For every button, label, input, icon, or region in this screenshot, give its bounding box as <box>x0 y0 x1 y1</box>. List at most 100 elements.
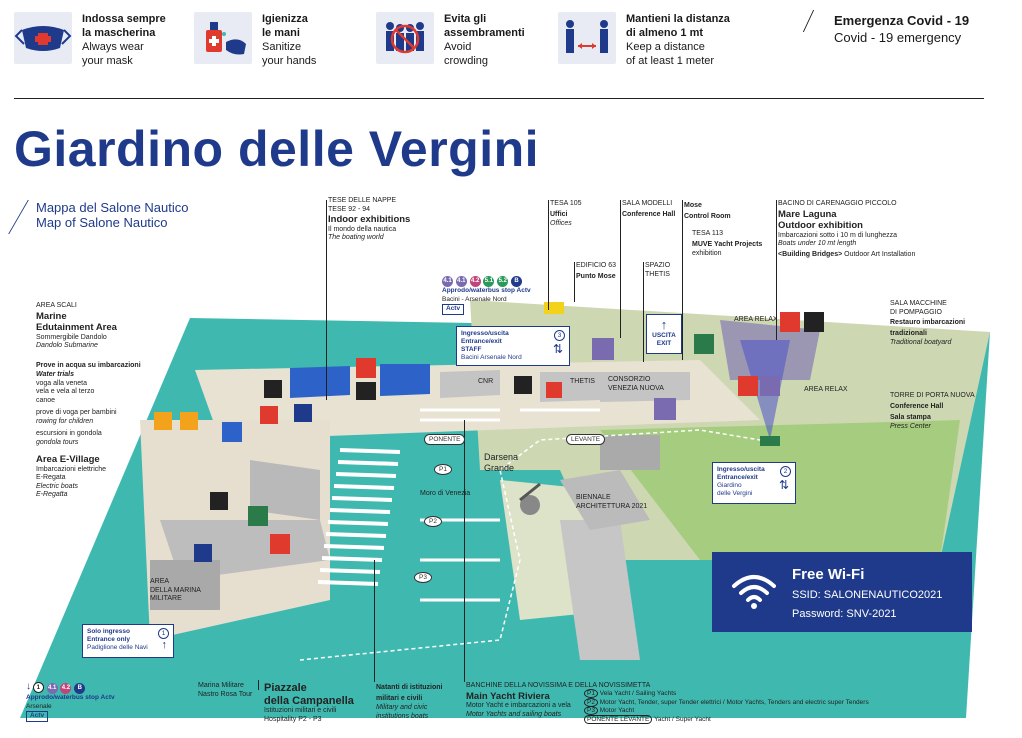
tip-crowding-it-1: Evita gli <box>444 13 487 25</box>
imbarc-10: Imbarcazioni sotto i 10 m di lunghezza <box>778 231 898 239</box>
label-mose: Mose Control Room <box>684 200 731 222</box>
water-trials: Water trials <box>36 371 74 378</box>
building-biennale-2 <box>600 435 660 470</box>
line-icon: 4.2 <box>469 276 481 287</box>
building-evillage <box>250 460 320 520</box>
tip-distance-it-1: Mantieni la distanza <box>626 13 730 25</box>
legend-row-p2: P2 Motor Yacht, Tender, super Tender ele… <box>584 697 884 708</box>
sanitize-hands-icon <box>194 12 252 64</box>
updown-arrow-icon: ⇅ <box>778 478 789 492</box>
ist-militari: Istituzioni militari e civili <box>264 707 337 714</box>
label-piazzale: Piazzale della Campanella Istituzioni mi… <box>264 682 354 724</box>
marker-purple-3 <box>760 376 780 396</box>
marker-orange-1 <box>154 412 172 430</box>
sign-entrance-vergini: Ingresso/uscita Entrance/exit Giardino d… <box>712 462 796 504</box>
sign-uscita-en: EXIT <box>656 340 672 347</box>
restauro: Restauro imbarcazioni <box>890 319 966 326</box>
sign-nord-2: Entrance/exit <box>461 338 502 345</box>
leader-edificio63 <box>574 262 575 302</box>
tip-distance: Mantieni la distanza di almeno 1 mt Keep… <box>558 12 730 68</box>
emergency-it: Emergenza Covid - 19 <box>834 13 970 28</box>
conference-hall: Conference Hall <box>622 210 676 218</box>
indoor-title: Indoor exhibitions <box>328 214 411 225</box>
consorzio-1: CONSORZIO <box>608 376 651 383</box>
label-torre: TORRE DI PORTA NUOVA Conference Hall Sal… <box>890 392 975 431</box>
leader-riviera <box>464 420 465 682</box>
marker-red-1 <box>546 382 562 398</box>
wifi-password: Password: SNV-2021 <box>792 608 897 620</box>
submarine: Dandolo Submarine <box>36 342 98 349</box>
marker-red-5 <box>780 312 800 332</box>
pavilion-indoor-1 <box>290 366 350 398</box>
map-title-en: Map of Salone Nautico <box>36 215 168 230</box>
marker-red-4 <box>270 534 290 554</box>
sign-nord-3: STAFF <box>461 346 482 353</box>
updown-arrow-icon: ⇅ <box>552 342 563 356</box>
header-divider <box>14 98 984 99</box>
spazio-thetis: THETIS <box>645 270 670 278</box>
grande: Grande <box>484 463 515 473</box>
marker-blue-1 <box>222 422 242 442</box>
imb-elettriche: Imbarcazioni elettriche <box>36 465 107 473</box>
line-icon: 1 <box>32 682 44 693</box>
marker-wc-4 <box>210 492 228 510</box>
eregata: E-Regata <box>36 474 66 481</box>
leader-tese <box>326 200 327 400</box>
legend-row-yacht: PONENTE LEVANTE Yacht / Super Yacht <box>584 714 884 725</box>
pier-building <box>560 520 640 660</box>
tip-distance-en-2: of at least 1 meter <box>626 55 715 67</box>
natanti-1: Natanti di istituzioni <box>376 684 443 691</box>
outdoor-exhibition: Outdoor exhibition <box>778 220 863 231</box>
sign-verg-4: delle Vergini <box>717 490 753 497</box>
label-marina-militare: Marina Militare Nastro Rosa Tour <box>198 682 252 699</box>
conf-hall-2: Conference Hall <box>890 402 944 410</box>
torre: TORRE DI PORTA NUOVA <box>890 392 975 399</box>
tip-sanitize-en-2: your hands <box>262 55 317 67</box>
marker-navy-1 <box>294 404 312 422</box>
mare-laguna: Mare Laguna <box>778 208 837 220</box>
marine-edu-1: Marine <box>36 310 67 322</box>
sign-verg-2: Entrance/exit <box>717 474 758 481</box>
line-icon: 4.2 <box>60 683 72 694</box>
biennale-2: ARCHITETTURA 2021 <box>576 502 648 510</box>
outdoor-art: Outdoor Art Installation <box>844 250 916 258</box>
marker-navy-2 <box>194 544 212 562</box>
label-cnr: CNR <box>478 378 494 385</box>
building-cnr <box>440 370 500 398</box>
tradizionali: tradizionali <box>890 330 927 337</box>
up-arrow-icon: ↑ <box>660 317 668 332</box>
tesa113: TESA 113 <box>692 230 724 237</box>
marker-red-2 <box>260 406 278 424</box>
sommergibile: Sommergibile Dandolo <box>36 333 107 341</box>
up-arrow-icon: ↑ <box>161 639 168 651</box>
legend-key-yacht: PONENTE LEVANTE <box>584 714 653 724</box>
hospitality: Hospitality P2 - P3 <box>264 715 322 723</box>
area-relax-1: AREA RELAX <box>734 316 778 323</box>
leader-thetis <box>643 262 644 362</box>
nastro-rosa: Nastro Rosa Tour <box>198 690 253 698</box>
leader-mose <box>682 200 683 360</box>
tip-crowding-en-1: Avoid <box>444 41 472 53</box>
no-crowding-icon <box>376 12 434 64</box>
pavilion-indoor-2 <box>380 364 430 396</box>
stop-north-lines: 4.1 4.1 4.2 5.1 5.2 B <box>442 276 531 287</box>
area-scali: AREA SCALI <box>36 302 77 309</box>
actv-logo: Actv <box>442 304 465 315</box>
tip-distance-en-1: Keep a distance <box>626 41 705 53</box>
sign-navi-num: 1 <box>158 628 169 639</box>
legend-row-p3: P3 Motor Yacht <box>584 706 884 716</box>
line-icon: 4.1 <box>46 683 58 694</box>
line-icon: 5.2 <box>497 276 509 287</box>
label-darsena: Darsena Grande <box>484 452 518 474</box>
legend-text-p2: Motor Yacht, Tender, super Tender elettr… <box>599 698 869 706</box>
pin-p1: P1 <box>434 464 452 475</box>
building-marina-militare <box>150 560 220 610</box>
tip-mask-en-1: Always wear <box>82 41 144 53</box>
label-moro: Moro di Venezia <box>420 490 471 497</box>
sala-modelli: SALA MODELLI <box>622 200 673 207</box>
trad-boatyard: Traditional boatyard <box>890 339 952 346</box>
line-icon: 4.1 <box>455 276 467 287</box>
leader-natanti <box>374 560 375 682</box>
keep-distance-icon <box>558 12 616 64</box>
